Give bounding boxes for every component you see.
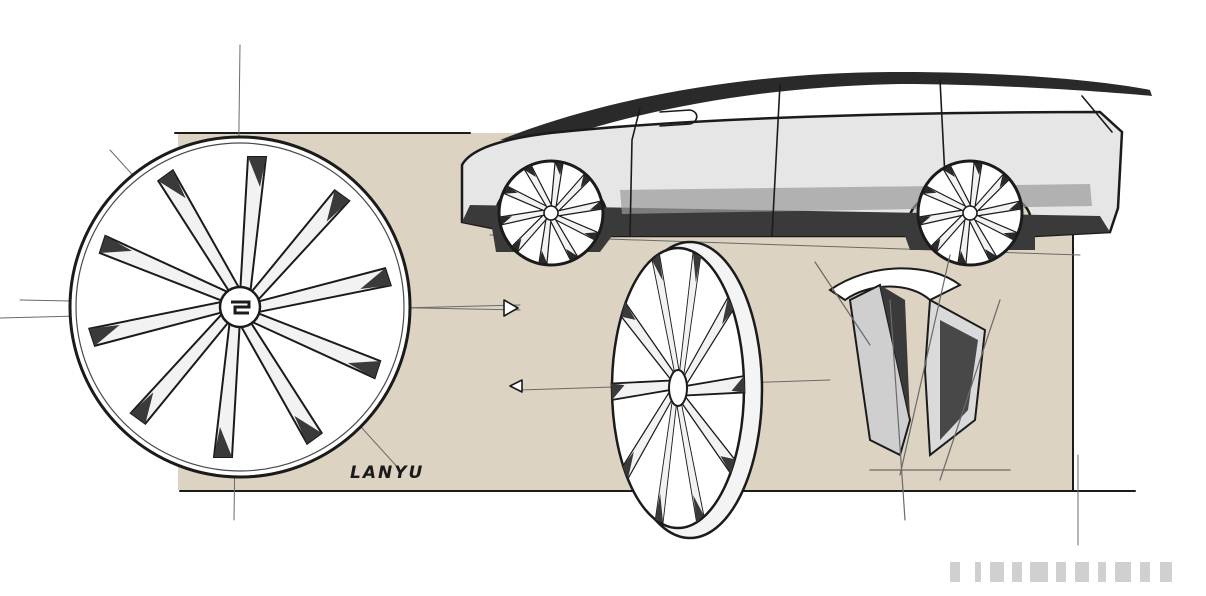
hub-logo-icon bbox=[231, 300, 251, 315]
bottom-right-marks bbox=[950, 562, 1172, 582]
artist-signature: LANYU bbox=[350, 463, 424, 483]
car-side-view bbox=[460, 72, 1152, 267]
wheel-three-quarter-view bbox=[610, 240, 764, 540]
spoke-detail-sketch bbox=[814, 254, 1011, 521]
car-rear-wheel bbox=[916, 159, 1024, 267]
arrow-markers bbox=[503, 299, 523, 393]
wheel-front-view bbox=[68, 135, 412, 479]
car-front-wheel bbox=[497, 159, 605, 267]
